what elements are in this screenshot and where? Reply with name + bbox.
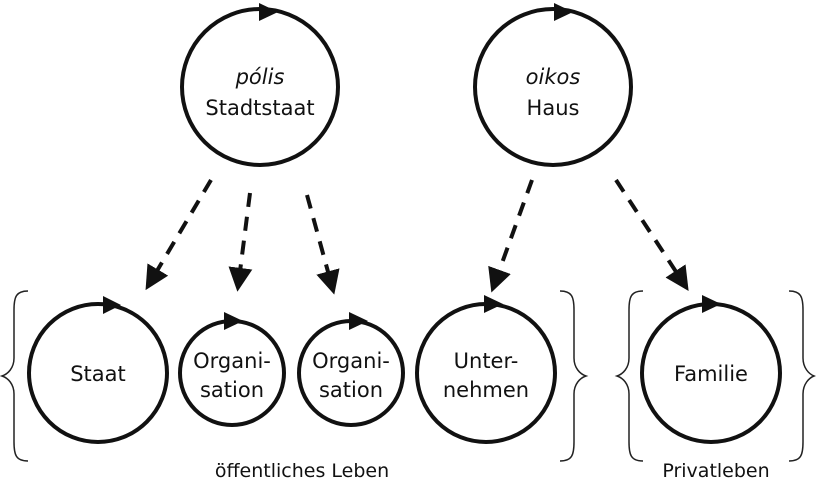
node-oikos: oikos Haus (473, 3, 633, 167)
org1-line1: Organi- (193, 349, 271, 373)
node-organisation-1: Organi- sation (178, 312, 286, 427)
brace-private-left (614, 290, 644, 462)
cycle-arrow-icon (484, 295, 503, 313)
unternehmen-line2: nehmen (443, 378, 529, 402)
arrow-polis-org2 (305, 194, 340, 295)
brace-public-right (559, 290, 589, 462)
connectors (145, 178, 689, 295)
node-familie: Familie (640, 295, 782, 444)
polis-subtitle: Stadtstaat (205, 96, 314, 120)
unternehmen-line1: Unter- (454, 349, 519, 373)
arrow-polis-staat (145, 178, 213, 291)
familie-label: Familie (674, 362, 748, 386)
node-unternehmen: Unter- nehmen (415, 295, 557, 444)
cycle-arrow-icon (349, 312, 368, 330)
node-staat: Staat (27, 296, 169, 444)
brace-private-right (788, 290, 816, 462)
node-organisation-2: Organi- sation (297, 312, 405, 427)
braces (0, 290, 816, 462)
cycle-arrow-icon (103, 296, 121, 314)
node-polis: pólis Stadtstaat (180, 3, 340, 167)
oikos-subtitle: Haus (527, 96, 580, 120)
cycle-arrow-icon (259, 3, 278, 21)
org2-line1: Organi- (312, 349, 390, 373)
org1-line2: sation (200, 378, 264, 402)
arrow-oikos-familie (614, 178, 689, 292)
arrow-polis-org1 (228, 192, 253, 292)
staat-label: Staat (70, 362, 126, 386)
private-life-label: Privatleben (662, 460, 769, 481)
org2-line2: sation (319, 378, 383, 402)
polis-title: pólis (235, 65, 285, 89)
brace-public-left (0, 290, 29, 462)
arrow-oikos-unternehmen (488, 179, 534, 293)
oikos-title: oikos (526, 65, 581, 89)
cycle-arrow-icon (702, 295, 721, 313)
cycle-arrow-icon (554, 3, 573, 21)
cycle-arrow-icon (224, 312, 243, 330)
public-life-label: öffentliches Leben (215, 460, 389, 481)
